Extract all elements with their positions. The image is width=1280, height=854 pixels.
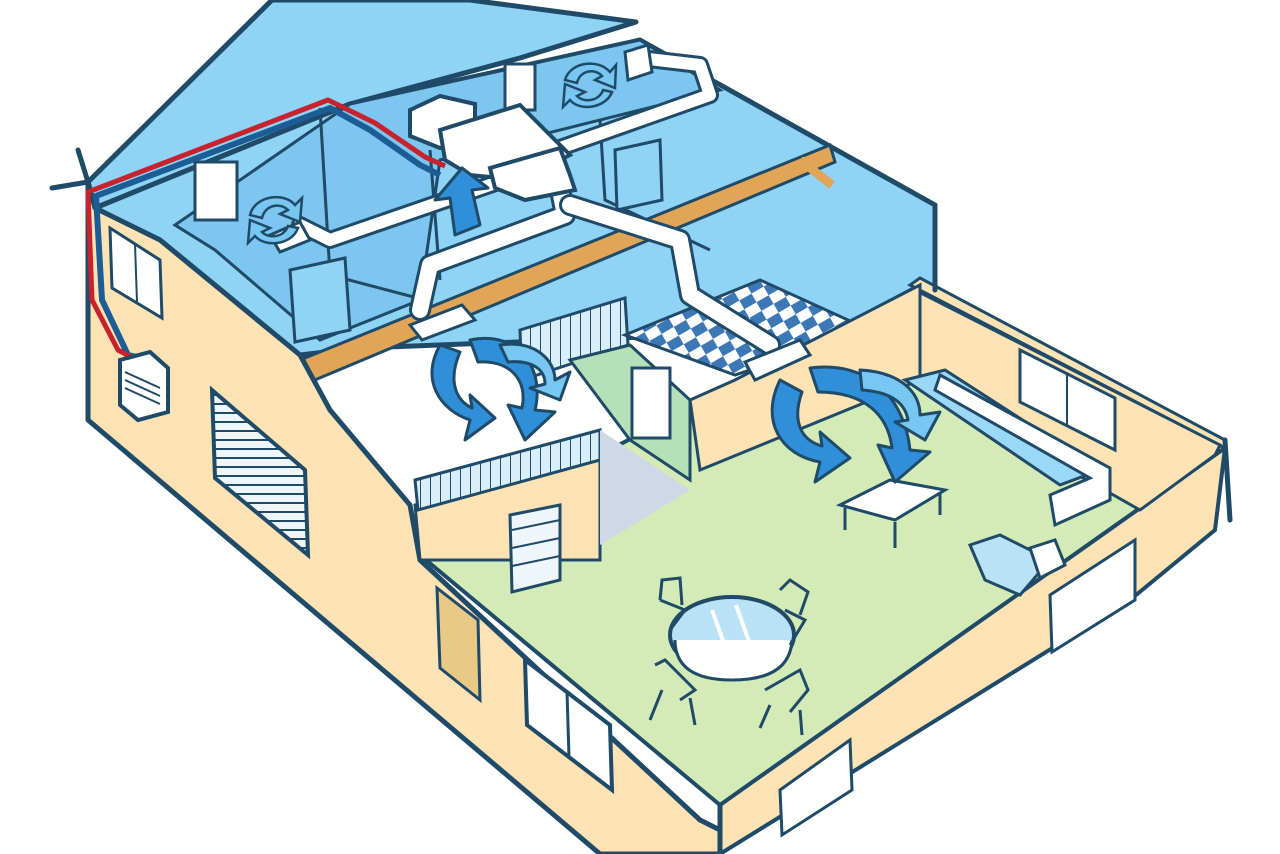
hallway-floor	[600, 430, 690, 545]
supply-diffuser	[407, 303, 478, 342]
supply-diffuser	[742, 338, 813, 382]
condenser-unit-icon	[118, 349, 170, 423]
attic-door	[288, 256, 352, 344]
return-airflow-arrow-icon	[433, 166, 490, 237]
airflow-arrows	[246, 61, 942, 484]
attic-door	[193, 160, 239, 222]
supply-diffuser	[623, 43, 654, 83]
house-outline	[49, 147, 1233, 854]
chair-icon	[658, 576, 688, 631]
circulation-swirl-icon	[561, 61, 618, 111]
air-handler-icon	[408, 93, 578, 203]
chair-icon	[648, 658, 698, 726]
circulation-swirl-icon	[246, 194, 304, 247]
furniture	[648, 368, 1112, 736]
stairs	[508, 503, 562, 594]
airflow-arrow-icon	[430, 337, 572, 442]
chair-icon	[778, 578, 810, 646]
attic-door	[613, 138, 664, 212]
coffee-table-icon	[835, 478, 950, 548]
airflow-arrow-icon	[770, 365, 942, 484]
support-beam-brace	[797, 156, 835, 189]
patio-door	[1048, 537, 1137, 655]
dining-table-icon	[668, 595, 796, 682]
attic-door	[503, 62, 537, 112]
kitchen-door	[630, 366, 672, 440]
garage-door	[209, 385, 311, 560]
armchair-icon	[967, 533, 1067, 597]
refrigerant-lines	[85, 97, 447, 423]
chair-icon	[758, 667, 810, 736]
front-window	[778, 737, 854, 838]
pool-edge	[933, 372, 1112, 528]
entry-door	[435, 584, 482, 704]
refrigerant-line-liquid	[85, 97, 447, 365]
kitchen-wall	[688, 282, 922, 473]
ductwork	[267, 43, 813, 382]
ground-floor	[413, 276, 1228, 854]
refrigerant-line-suction	[93, 105, 442, 363]
